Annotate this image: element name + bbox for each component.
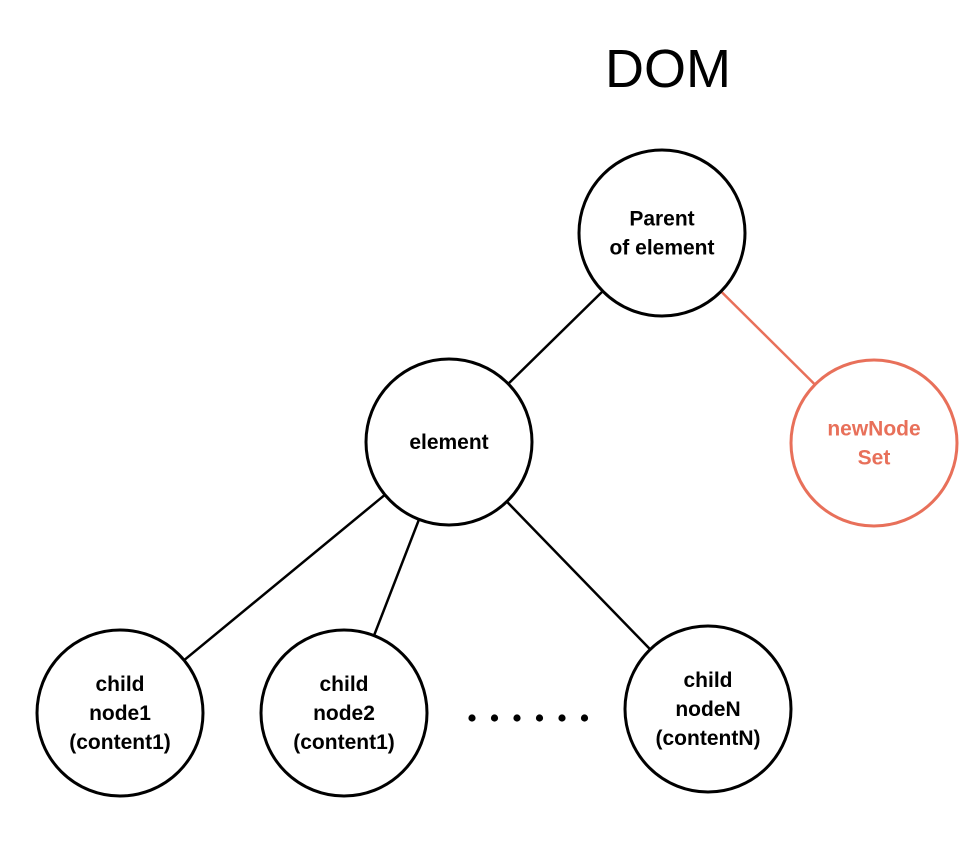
edge-element-to-childN [505,500,652,651]
node-label-element-line1: element [409,431,488,454]
ellipsis-dot [513,714,521,722]
ellipsis-dot [535,714,544,722]
node-circle-child1 [35,628,205,798]
node-label-childN-line1: child [683,669,732,692]
ellipsis-dot [558,714,566,722]
edge-parent-to-newnode [720,290,816,386]
node-parent: Parent of element [577,148,747,318]
node-label-child1-line2: node1 [89,702,151,725]
node-circle-element [364,357,534,527]
node-label-child1-line1: child [95,673,144,696]
node-label-child2-line3: (content1) [293,731,395,754]
node-circle-childN [623,624,793,794]
node-element: element [364,357,534,527]
node-label-child2-line2: node2 [313,702,375,725]
node-childN: child nodeN (contentN) [623,624,793,794]
node-label-newnode-line2: Set [858,447,891,470]
ellipsis-dot [490,714,499,722]
ellipsis-dot [468,714,476,722]
diagram-title: DOM [605,39,731,99]
node-label-parent-line1: Parent [629,208,694,231]
node-label-parent-line2: of element [609,237,714,260]
ellipsis-dot [580,714,589,722]
edge-element-to-child1 [183,493,386,662]
node-label-child1-line3: (content1) [69,731,171,754]
edges-layer [183,290,816,662]
node-child1: child node1 (content1) [35,628,205,798]
edge-parent-to-element [507,290,604,385]
node-circle-parent [577,148,747,318]
edge-element-to-child2 [372,518,421,637]
node-circle-newnode [789,358,959,528]
node-label-childN-line3: (contentN) [656,727,761,750]
node-label-newnode-line1: newNode [827,418,920,441]
node-label-childN-line2: nodeN [675,698,740,721]
node-child2: child node2 (content1) [259,628,429,798]
node-label-child2-line1: child [319,673,368,696]
node-circle-child2 [259,628,429,798]
ellipsis-dots: ...... [468,714,589,722]
